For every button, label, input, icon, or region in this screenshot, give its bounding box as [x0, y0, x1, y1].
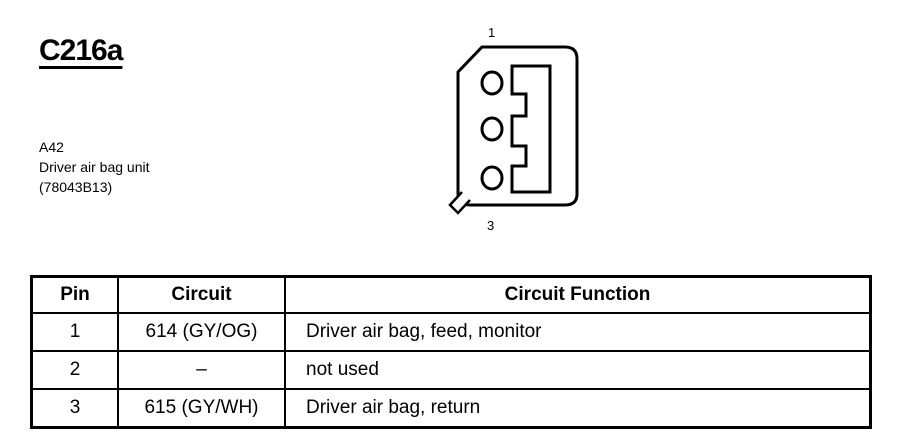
function-cell: not used — [284, 350, 872, 390]
header-pin: Pin — [30, 275, 119, 314]
function-cell: Driver air bag, return — [284, 388, 872, 429]
table-row: 3 615 (GY/WH) Driver air bag, return — [30, 388, 872, 429]
circuit-cell: 615 (GY/WH) — [117, 388, 286, 429]
pin-label-1: 1 — [488, 25, 496, 40]
connector-id: C216a — [39, 34, 123, 67]
connector-key — [448, 191, 471, 215]
component-info: A42 Driver air bag unit (78043B13) — [39, 137, 150, 197]
connector-housing — [456, 45, 579, 207]
pin-label-3: 3 — [487, 218, 495, 233]
component-code: A42 — [39, 139, 64, 155]
pinout-table: Pin Circuit Circuit Function 1 614 (GY/O… — [30, 275, 872, 429]
component-name: Driver air bag unit — [39, 159, 150, 175]
table-row: 1 614 (GY/OG) Driver air bag, feed, moni… — [30, 312, 872, 352]
header-circuit-function: Circuit Function — [284, 275, 872, 314]
pin-cell: 2 — [30, 350, 119, 390]
table-row: 2 – not used — [30, 350, 872, 390]
circuit-cell: – — [117, 350, 286, 390]
pin-cell: 1 — [30, 312, 119, 352]
pin-cavity-2 — [480, 116, 504, 142]
header-circuit: Circuit — [117, 275, 286, 314]
pin-cavity-1 — [480, 70, 504, 96]
function-cell: Driver air bag, feed, monitor — [284, 312, 872, 352]
pin-cell: 3 — [30, 388, 119, 429]
pin-cavity-3 — [480, 165, 504, 191]
connector-face-diagram — [448, 45, 579, 215]
circuit-cell: 614 (GY/OG) — [117, 312, 286, 352]
table-header-row: Pin Circuit Circuit Function — [30, 275, 872, 314]
terminal-block — [510, 64, 552, 194]
component-part-number: (78043B13) — [39, 179, 113, 195]
